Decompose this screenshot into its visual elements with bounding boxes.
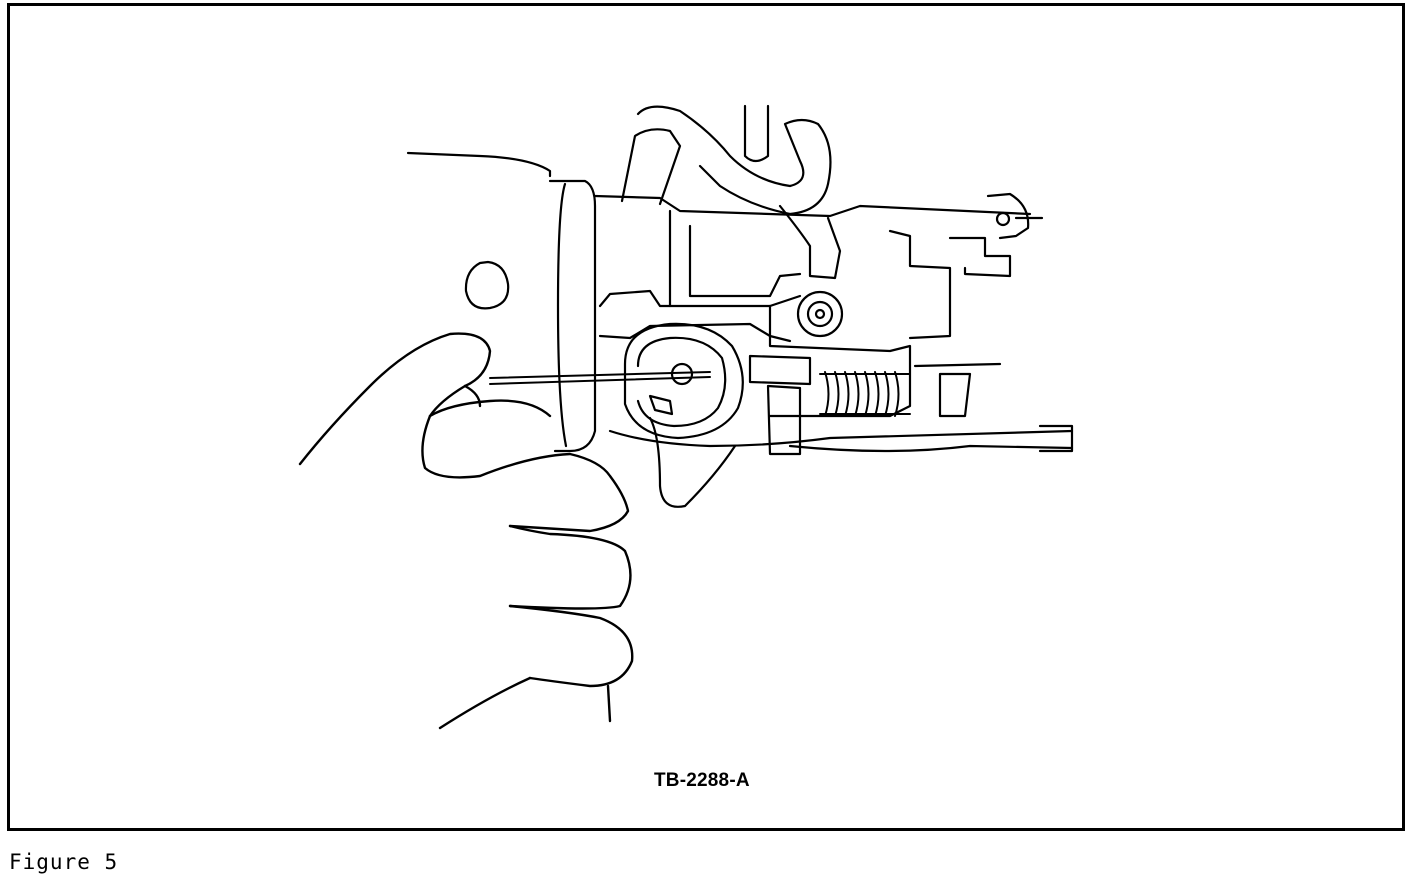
wiring-harness	[608, 354, 1074, 508]
figure-frame: TB-2288-A	[7, 3, 1405, 831]
return-spring	[819, 371, 911, 417]
retaining-nut	[796, 290, 844, 338]
steering-wheel-hub	[406, 151, 597, 453]
technical-illustration	[298, 104, 1074, 730]
hand	[298, 332, 634, 730]
lock-cylinder	[623, 322, 744, 440]
figure-caption: Figure 5	[9, 850, 119, 874]
part-number-label: TB-2288-A	[654, 770, 750, 791]
pick-tool	[489, 371, 711, 385]
column-housing	[593, 192, 1044, 418]
shift-lever	[620, 104, 842, 280]
